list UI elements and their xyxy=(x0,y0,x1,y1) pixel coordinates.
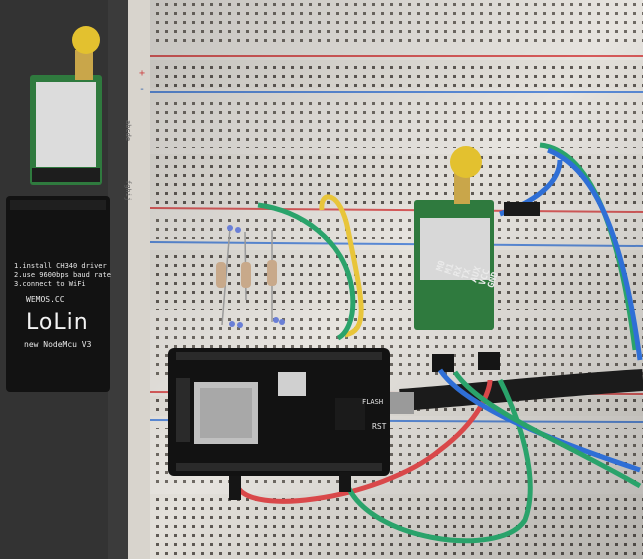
lora-module xyxy=(414,146,494,330)
resistors xyxy=(216,225,285,328)
wire-green xyxy=(257,202,356,341)
row-letters-top: abcde xyxy=(124,120,132,142)
step-1: 1.install CH340 driver xyxy=(14,262,107,270)
rail-minus-label: - xyxy=(139,84,146,95)
wire-yellow xyxy=(319,194,364,338)
step-3: 3.connect to WiFi xyxy=(14,280,86,288)
antenna-connector-icon xyxy=(72,26,100,54)
wire-blue xyxy=(547,147,643,361)
rst-label: RST xyxy=(372,422,387,431)
wire-blue xyxy=(437,368,641,473)
step-2: 2.use 9600bps baud rate xyxy=(14,271,111,279)
wire-green xyxy=(342,378,533,544)
usb-port xyxy=(390,392,414,414)
usb-cable xyxy=(399,369,643,411)
install-steps: 1.install CH340 driver 2.use 9600bps bau… xyxy=(14,262,111,289)
lora-module-small xyxy=(30,26,102,185)
nodemcu-board xyxy=(168,348,414,476)
brand-label: LoLin xyxy=(26,310,89,335)
resistor xyxy=(267,260,277,286)
rail-plus-label: + xyxy=(139,68,146,79)
antenna-connector-icon xyxy=(450,146,482,178)
resistor xyxy=(216,262,226,288)
flash-label: FLASH xyxy=(362,398,384,406)
row-letters-bottom: fghij xyxy=(124,180,132,202)
wire-green xyxy=(452,370,642,489)
resistor xyxy=(241,262,251,288)
site-label: WEMOS.CC xyxy=(26,295,65,304)
model-label: new NodeMcu V3 xyxy=(24,340,92,349)
nodemcu-box xyxy=(6,196,110,392)
